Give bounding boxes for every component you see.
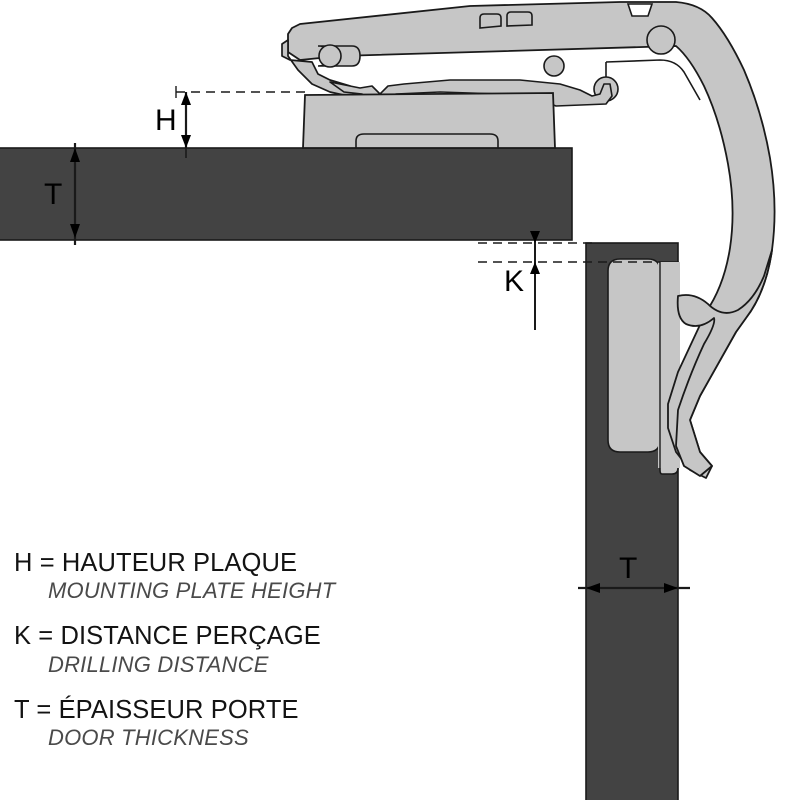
legend-entry-k: K = DISTANCE PERÇAGE DRILLING DISTANCE — [14, 621, 434, 677]
legend-t-french: T = ÉPAISSEUR PORTE — [14, 695, 299, 724]
hinge-adjustment-tabs — [479, 11, 533, 29]
dimension-label-t-cabinet: T — [44, 178, 63, 211]
legend-h-french: H = HAUTEUR PLAQUE — [14, 549, 298, 577]
horizontal-cabinet-panel — [0, 147, 573, 241]
dimension-t-cabinet-panel — [70, 143, 80, 245]
hinge-arm-notch — [626, 3, 654, 17]
legend-k-french: K = DISTANCE PERÇAGE — [14, 622, 321, 651]
hinge-arm-lower-link — [675, 249, 773, 477]
mounting-plate — [302, 92, 556, 149]
dimension-t-door — [578, 583, 690, 593]
hinge-cup — [607, 258, 680, 475]
dimension-label-t-door: T — [619, 552, 638, 585]
dimension-h — [175, 86, 306, 158]
dimension-label-k: K — [504, 265, 525, 298]
legend-entry-h: H = HAUTEUR PLAQUE MOUNTING PLATE HEIGHT — [14, 548, 434, 604]
legend-entry-t: T = ÉPAISSEUR PORTE DOOR THICKNESS — [14, 695, 434, 751]
dimension-k — [478, 231, 660, 330]
legend-h-english: MOUNTING PLATE HEIGHT — [48, 578, 336, 604]
legend-k-english: DRILLING DISTANCE — [48, 651, 269, 677]
legend: H = HAUTEUR PLAQUE MOUNTING PLATE HEIGHT… — [14, 548, 434, 768]
dimension-label-h: H — [155, 104, 177, 137]
legend-t-english: DOOR THICKNESS — [48, 725, 249, 751]
